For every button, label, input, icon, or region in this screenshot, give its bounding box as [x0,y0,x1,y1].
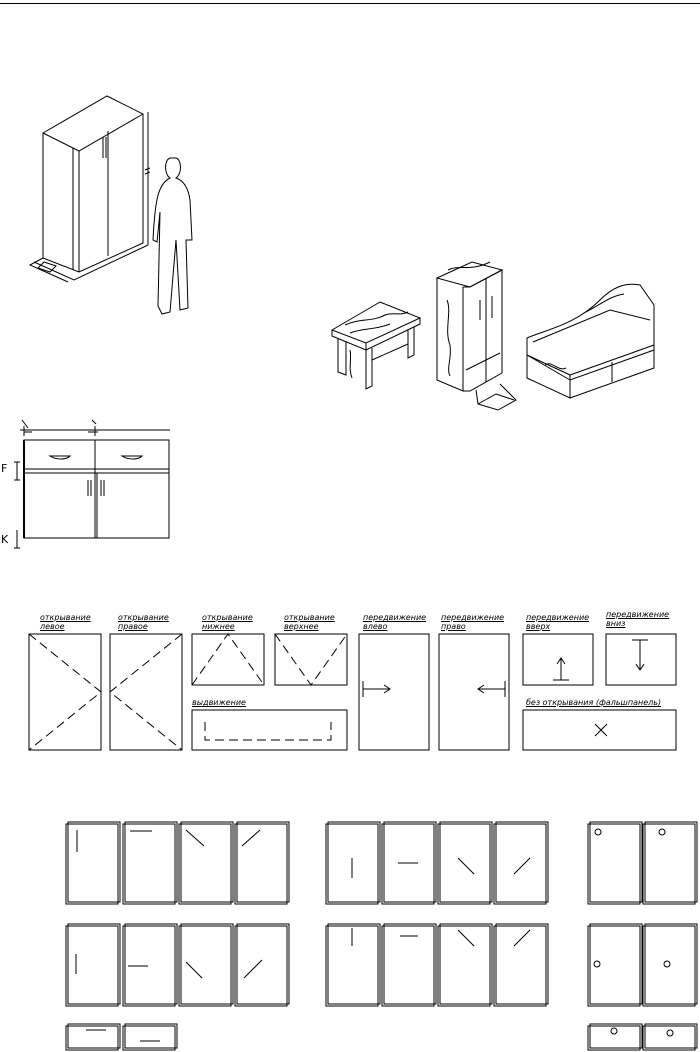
legend-slide-right-label: передвижение право [441,613,505,631]
legend-slide-down-label: передвижение вниз [606,610,670,628]
legend-slide-left-label: передвижение влево [363,613,427,631]
dimension-k-label: K [1,533,9,546]
legend-open-top-label: открывание верхнее [284,613,335,631]
sideboard-front-drawing [14,419,170,549]
desk-drawing [330,301,422,390]
wardrobe-with-person-drawing [28,95,193,315]
double-wardrobe-drawing [435,261,517,411]
legend-open-left-label: открывание левое [40,613,91,631]
top-rule [0,3,700,4]
legend-open-right-label: открывание правое [118,613,169,631]
legend-no-opening-label: без открывания (фальшпанель) [526,698,662,707]
legend-slide-up-label: передвижение вверх [526,613,590,631]
dimension-f-label: F [1,462,8,475]
legend-open-bottom-label: открывание нижнее [202,613,253,631]
bed-drawing [526,283,655,399]
handle-placement-examples [65,821,698,1051]
legend-pull-out-label: выдвижение [192,698,246,707]
opening-symbols-legend [28,633,677,751]
